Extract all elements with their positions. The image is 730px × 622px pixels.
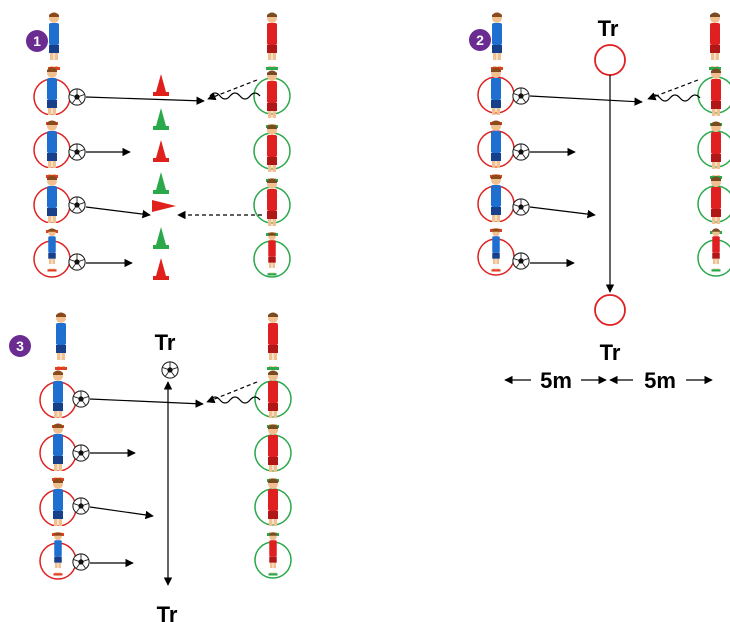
trainer-label-bottom: Tr <box>600 340 621 365</box>
diagram-3: 3 Tr Tr <box>9 312 292 622</box>
ball <box>68 88 86 106</box>
cone-red <box>153 140 169 162</box>
badge-label: 3 <box>16 338 24 354</box>
ball <box>512 143 530 161</box>
badge-label: 1 <box>33 33 41 49</box>
dribble-line <box>209 92 261 100</box>
blue-player <box>46 175 58 233</box>
badge <box>469 29 491 51</box>
pass-arrow <box>529 206 596 219</box>
blue-player <box>46 120 58 178</box>
red-player <box>709 12 721 70</box>
blue-player <box>48 12 60 70</box>
distance-left-label: 5m <box>540 368 572 393</box>
badge <box>26 30 48 52</box>
cone-red-tipped <box>152 200 176 212</box>
red-player <box>711 228 721 272</box>
red-player <box>710 121 722 179</box>
blue-player <box>47 228 57 272</box>
blue-player <box>491 228 501 272</box>
badge <box>9 335 31 357</box>
blue-player <box>46 67 58 125</box>
trainer-position-bottom <box>594 294 626 326</box>
blue-player <box>55 312 67 370</box>
run-arrow-dashed <box>647 79 699 101</box>
run-arrow-dashed <box>206 381 258 404</box>
diagram-2: 2 Tr Tr <box>469 12 730 393</box>
trainer-label-top: Tr <box>155 330 176 355</box>
blue-player <box>490 120 502 178</box>
distance-scale: 5m 5m <box>504 368 713 393</box>
ball <box>512 252 530 270</box>
red-player <box>267 232 277 276</box>
red-player <box>710 176 722 234</box>
red-player <box>268 532 278 576</box>
badge-label: 2 <box>476 32 484 48</box>
dribble-line <box>649 94 701 102</box>
red-player <box>266 12 278 70</box>
pass-arrow <box>85 96 205 105</box>
ball <box>68 143 86 161</box>
blue-player <box>52 370 64 428</box>
red-player <box>267 424 279 482</box>
blue-player <box>52 478 64 536</box>
run-arrow-dashed <box>207 79 258 101</box>
pass-arrow <box>85 206 151 219</box>
blue-player <box>53 532 63 576</box>
ball <box>68 196 86 214</box>
red-player <box>267 478 279 536</box>
pass-arrow <box>529 95 643 106</box>
blue-player <box>52 423 64 481</box>
pass-arrow <box>89 506 154 520</box>
red-player <box>267 370 279 428</box>
red-player <box>267 312 279 370</box>
trainer-label-top: Tr <box>598 16 619 41</box>
dribble-line <box>209 396 261 404</box>
diagram-1: 1 <box>26 12 291 280</box>
blue-player <box>491 12 503 70</box>
blue-player <box>490 174 502 232</box>
ball <box>68 253 86 271</box>
cone-red <box>153 74 169 96</box>
pass-arrow <box>89 398 204 408</box>
ball <box>512 198 530 216</box>
trainer-position-top <box>594 44 626 76</box>
ball <box>72 553 90 571</box>
trainer-label-bottom: Tr <box>157 602 178 622</box>
trainer-ball <box>161 361 179 379</box>
ball <box>72 497 90 515</box>
cone-green <box>153 172 169 194</box>
ball <box>72 390 90 408</box>
distance-right-label: 5m <box>644 368 676 393</box>
cone-green <box>153 108 169 130</box>
blue-player <box>490 67 502 125</box>
ball <box>72 444 90 462</box>
cone-green <box>153 227 169 249</box>
cone-red <box>153 258 169 280</box>
ball <box>512 87 530 105</box>
